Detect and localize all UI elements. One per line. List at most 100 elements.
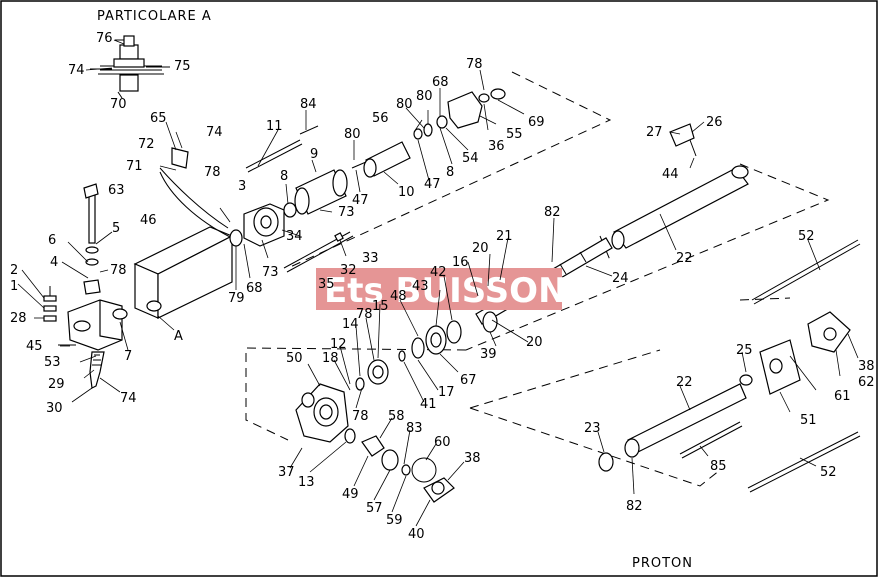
label-65: 65 xyxy=(150,111,167,126)
label-2: 2 xyxy=(10,263,18,278)
label-7: 7 xyxy=(124,349,132,364)
label-41: 41 xyxy=(420,397,437,412)
label-16: 16 xyxy=(452,255,469,270)
mount-bracket-assembly xyxy=(43,183,128,389)
watermark: Ets BUISSON xyxy=(316,268,567,311)
label-33: 33 xyxy=(362,251,379,266)
label-32: 32 xyxy=(340,263,357,278)
label-83: 83 xyxy=(406,421,423,436)
label-76: 76 xyxy=(96,31,113,46)
label-53: 53 xyxy=(44,355,61,370)
label-47b: 47 xyxy=(424,177,441,192)
label-30: 30 xyxy=(46,401,63,416)
end-bracket-51 xyxy=(759,311,851,395)
label-61: 61 xyxy=(834,389,851,404)
label-21: 21 xyxy=(496,229,513,244)
label-80b: 80 xyxy=(396,97,413,112)
label-82a: 82 xyxy=(544,205,561,220)
label-40: 40 xyxy=(408,527,425,542)
label-78e: 78 xyxy=(352,409,369,424)
label-26: 26 xyxy=(706,115,723,130)
label-5: 5 xyxy=(112,221,120,236)
rod-35 xyxy=(283,231,354,273)
label-82b: 82 xyxy=(626,499,643,514)
label-17: 17 xyxy=(438,385,455,400)
label-35: 35 xyxy=(318,277,335,292)
outer-tube-22-upper xyxy=(611,123,749,250)
label-48: 48 xyxy=(390,289,407,304)
label-69: 69 xyxy=(528,115,545,130)
tube-10 xyxy=(351,141,411,178)
label-3: 3 xyxy=(238,179,246,194)
watermark-text: Ets BUISSON xyxy=(324,271,567,311)
detail-a-assembly xyxy=(90,35,170,99)
label-4: 4 xyxy=(50,255,58,270)
label-14: 14 xyxy=(342,317,359,332)
outer-tube-22-lower xyxy=(598,374,753,472)
label-36: 36 xyxy=(488,139,505,154)
label-78d: 78 xyxy=(356,307,373,322)
part-labels: 76 74 75 70 65 72 74 71 78 3 11 84 8 9 7… xyxy=(10,31,875,542)
housing-box-46 xyxy=(133,226,234,319)
label-62: 62 xyxy=(858,375,875,390)
label-38b: 38 xyxy=(858,359,875,374)
label-78a: 78 xyxy=(204,165,221,180)
label-39: 39 xyxy=(480,347,497,362)
small-parts-upper xyxy=(413,88,506,140)
cable-65 xyxy=(159,171,233,239)
label-67: 67 xyxy=(460,373,477,388)
label-60: 60 xyxy=(434,435,451,450)
label-68a: 68 xyxy=(246,281,263,296)
label-10: 10 xyxy=(398,185,415,200)
label-56: 56 xyxy=(372,111,389,126)
label-8a: 8 xyxy=(280,169,288,184)
label-63: 63 xyxy=(108,183,125,198)
label-8b: 8 xyxy=(446,165,454,180)
label-A: A xyxy=(174,329,183,344)
label-11: 11 xyxy=(266,119,283,134)
label-55: 55 xyxy=(506,127,523,142)
label-23: 23 xyxy=(584,421,601,436)
label-28: 28 xyxy=(10,311,27,326)
label-85: 85 xyxy=(710,459,727,474)
label-24: 24 xyxy=(612,271,629,286)
label-79: 79 xyxy=(228,291,245,306)
label-20b: 20 xyxy=(526,335,543,350)
label-68b: 68 xyxy=(432,75,449,90)
label-25: 25 xyxy=(736,343,753,358)
label-74a: 74 xyxy=(68,63,85,78)
label-74b: 74 xyxy=(206,125,223,140)
label-73b: 73 xyxy=(262,265,279,280)
motor-assembly xyxy=(229,125,348,247)
label-29: 29 xyxy=(48,377,65,392)
label-34: 34 xyxy=(286,229,303,244)
label-78b: 78 xyxy=(110,263,127,278)
label-46: 46 xyxy=(140,213,157,228)
label-20a: 20 xyxy=(472,241,489,256)
label-52b: 52 xyxy=(820,465,837,480)
label-80c: 80 xyxy=(416,89,433,104)
label-78c: 78 xyxy=(466,57,483,72)
label-71: 71 xyxy=(126,159,143,174)
label-49: 49 xyxy=(342,487,359,502)
detail-title: PARTICOLARE A xyxy=(97,9,212,24)
label-1: 1 xyxy=(10,279,18,294)
clip-72 xyxy=(171,147,189,169)
label-38a: 38 xyxy=(464,451,481,466)
label-42: 42 xyxy=(430,265,447,280)
label-22a: 22 xyxy=(676,251,693,266)
label-37: 37 xyxy=(278,465,295,480)
label-74c: 74 xyxy=(120,391,137,406)
model-title: PROTON xyxy=(632,556,693,571)
label-50: 50 xyxy=(286,351,303,366)
label-70: 70 xyxy=(110,97,127,112)
leader-lines xyxy=(17,39,859,527)
gearbox-50 xyxy=(295,383,349,443)
label-80a: 80 xyxy=(344,127,361,142)
label-58: 58 xyxy=(388,409,405,424)
label-27: 27 xyxy=(646,125,663,140)
gear-train xyxy=(344,428,455,503)
